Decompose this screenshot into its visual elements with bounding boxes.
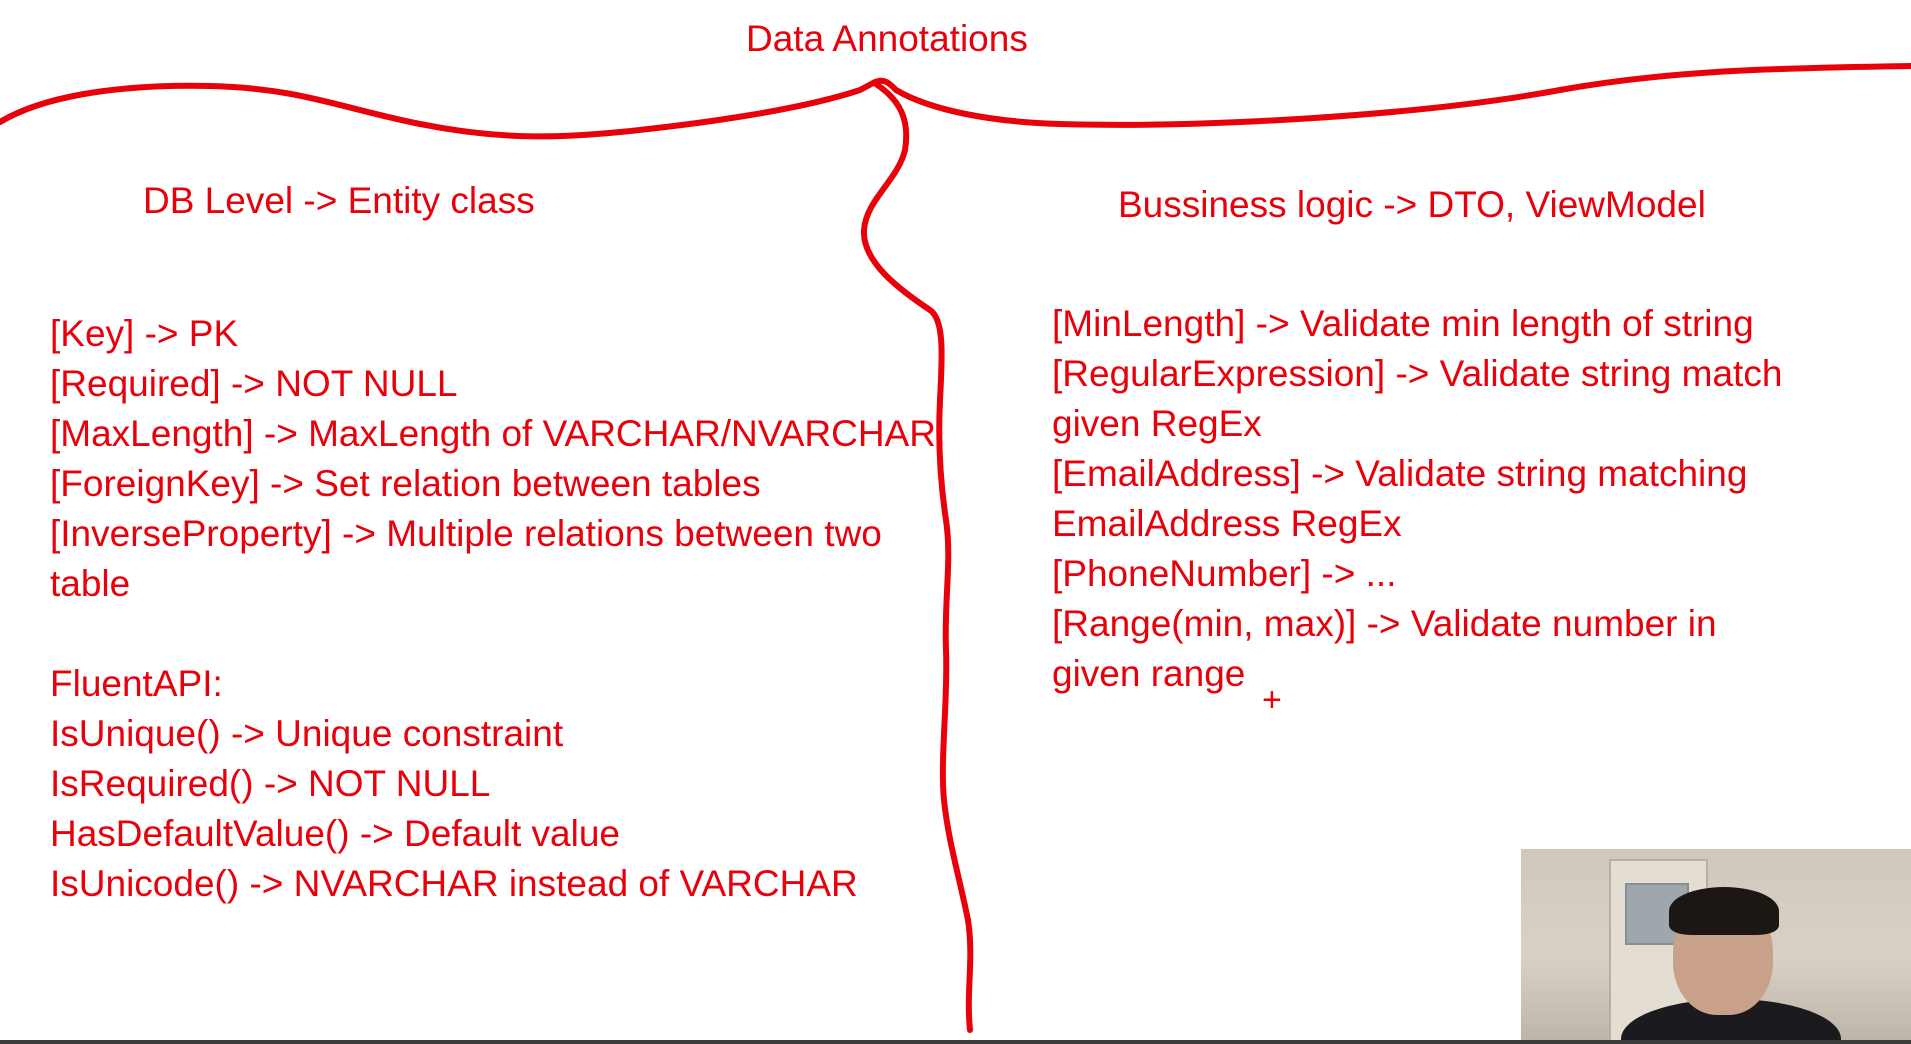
annotation-regularexpression-line: [RegularExpression] -> Validate string m… (1052, 353, 1783, 394)
annotation-foreignkey-line: [ForeignKey] -> Set relation between tab… (50, 463, 761, 504)
presenter-hair (1669, 887, 1779, 935)
spacer (50, 609, 1000, 659)
annotation-inverseproperty-line: [InverseProperty] -> Multiple relations … (50, 513, 882, 554)
bottom-edge-bar (0, 1040, 1911, 1044)
page-title: Data Annotations (746, 18, 1028, 59)
annotation-maxlength-line: [MaxLength] -> MaxLength of VARCHAR/NVAR… (50, 413, 936, 454)
fluent-isrequired-line: IsRequired() -> NOT NULL (50, 763, 491, 804)
fluent-isunique-line: IsUnique() -> Unique constraint (50, 713, 564, 754)
vertical-divider-stroke (860, 81, 974, 1033)
fluent-hasdefaultvalue-line: HasDefaultValue() -> Default value (50, 813, 621, 854)
annotation-emailaddress-line: [EmailAddress] -> Validate string matchi… (1052, 453, 1748, 494)
annotation-phonenumber-line: [PhoneNumber] -> ... (1052, 553, 1397, 594)
fluent-isunicode-line: IsUnicode() -> NVARCHAR instead of VARCH… (50, 863, 858, 904)
plus-cursor-icon: + (1262, 681, 1282, 719)
top-divider-stroke (0, 63, 1911, 140)
fluent-api-heading: FluentAPI: (50, 663, 223, 704)
annotation-required-line: [Required] -> NOT NULL (50, 363, 458, 404)
right-column-heading: Bussiness logic -> DTO, ViewModel (1118, 184, 1706, 225)
annotation-minlength-line: [MinLength] -> Validate min length of st… (1052, 303, 1754, 344)
annotation-emailaddress-continued: EmailAddress RegEx (1052, 503, 1402, 544)
annotation-inverseproperty-continued: table (50, 563, 131, 604)
annotation-regularexpression-continued: given RegEx (1052, 403, 1262, 444)
left-column-heading: DB Level -> Entity class (143, 180, 535, 221)
annotation-key-line: [Key] -> PK (50, 313, 239, 354)
business-logic-column: [MinLength] -> Validate min length of st… (1052, 299, 1852, 699)
annotation-range-line: [Range(min, max)] -> Validate number in (1052, 603, 1717, 644)
annotation-range-continued: given range (1052, 653, 1246, 694)
webcam-overlay (1521, 849, 1911, 1044)
db-level-column: [Key] -> PK [Required] -> NOT NULL [MaxL… (50, 309, 1000, 909)
